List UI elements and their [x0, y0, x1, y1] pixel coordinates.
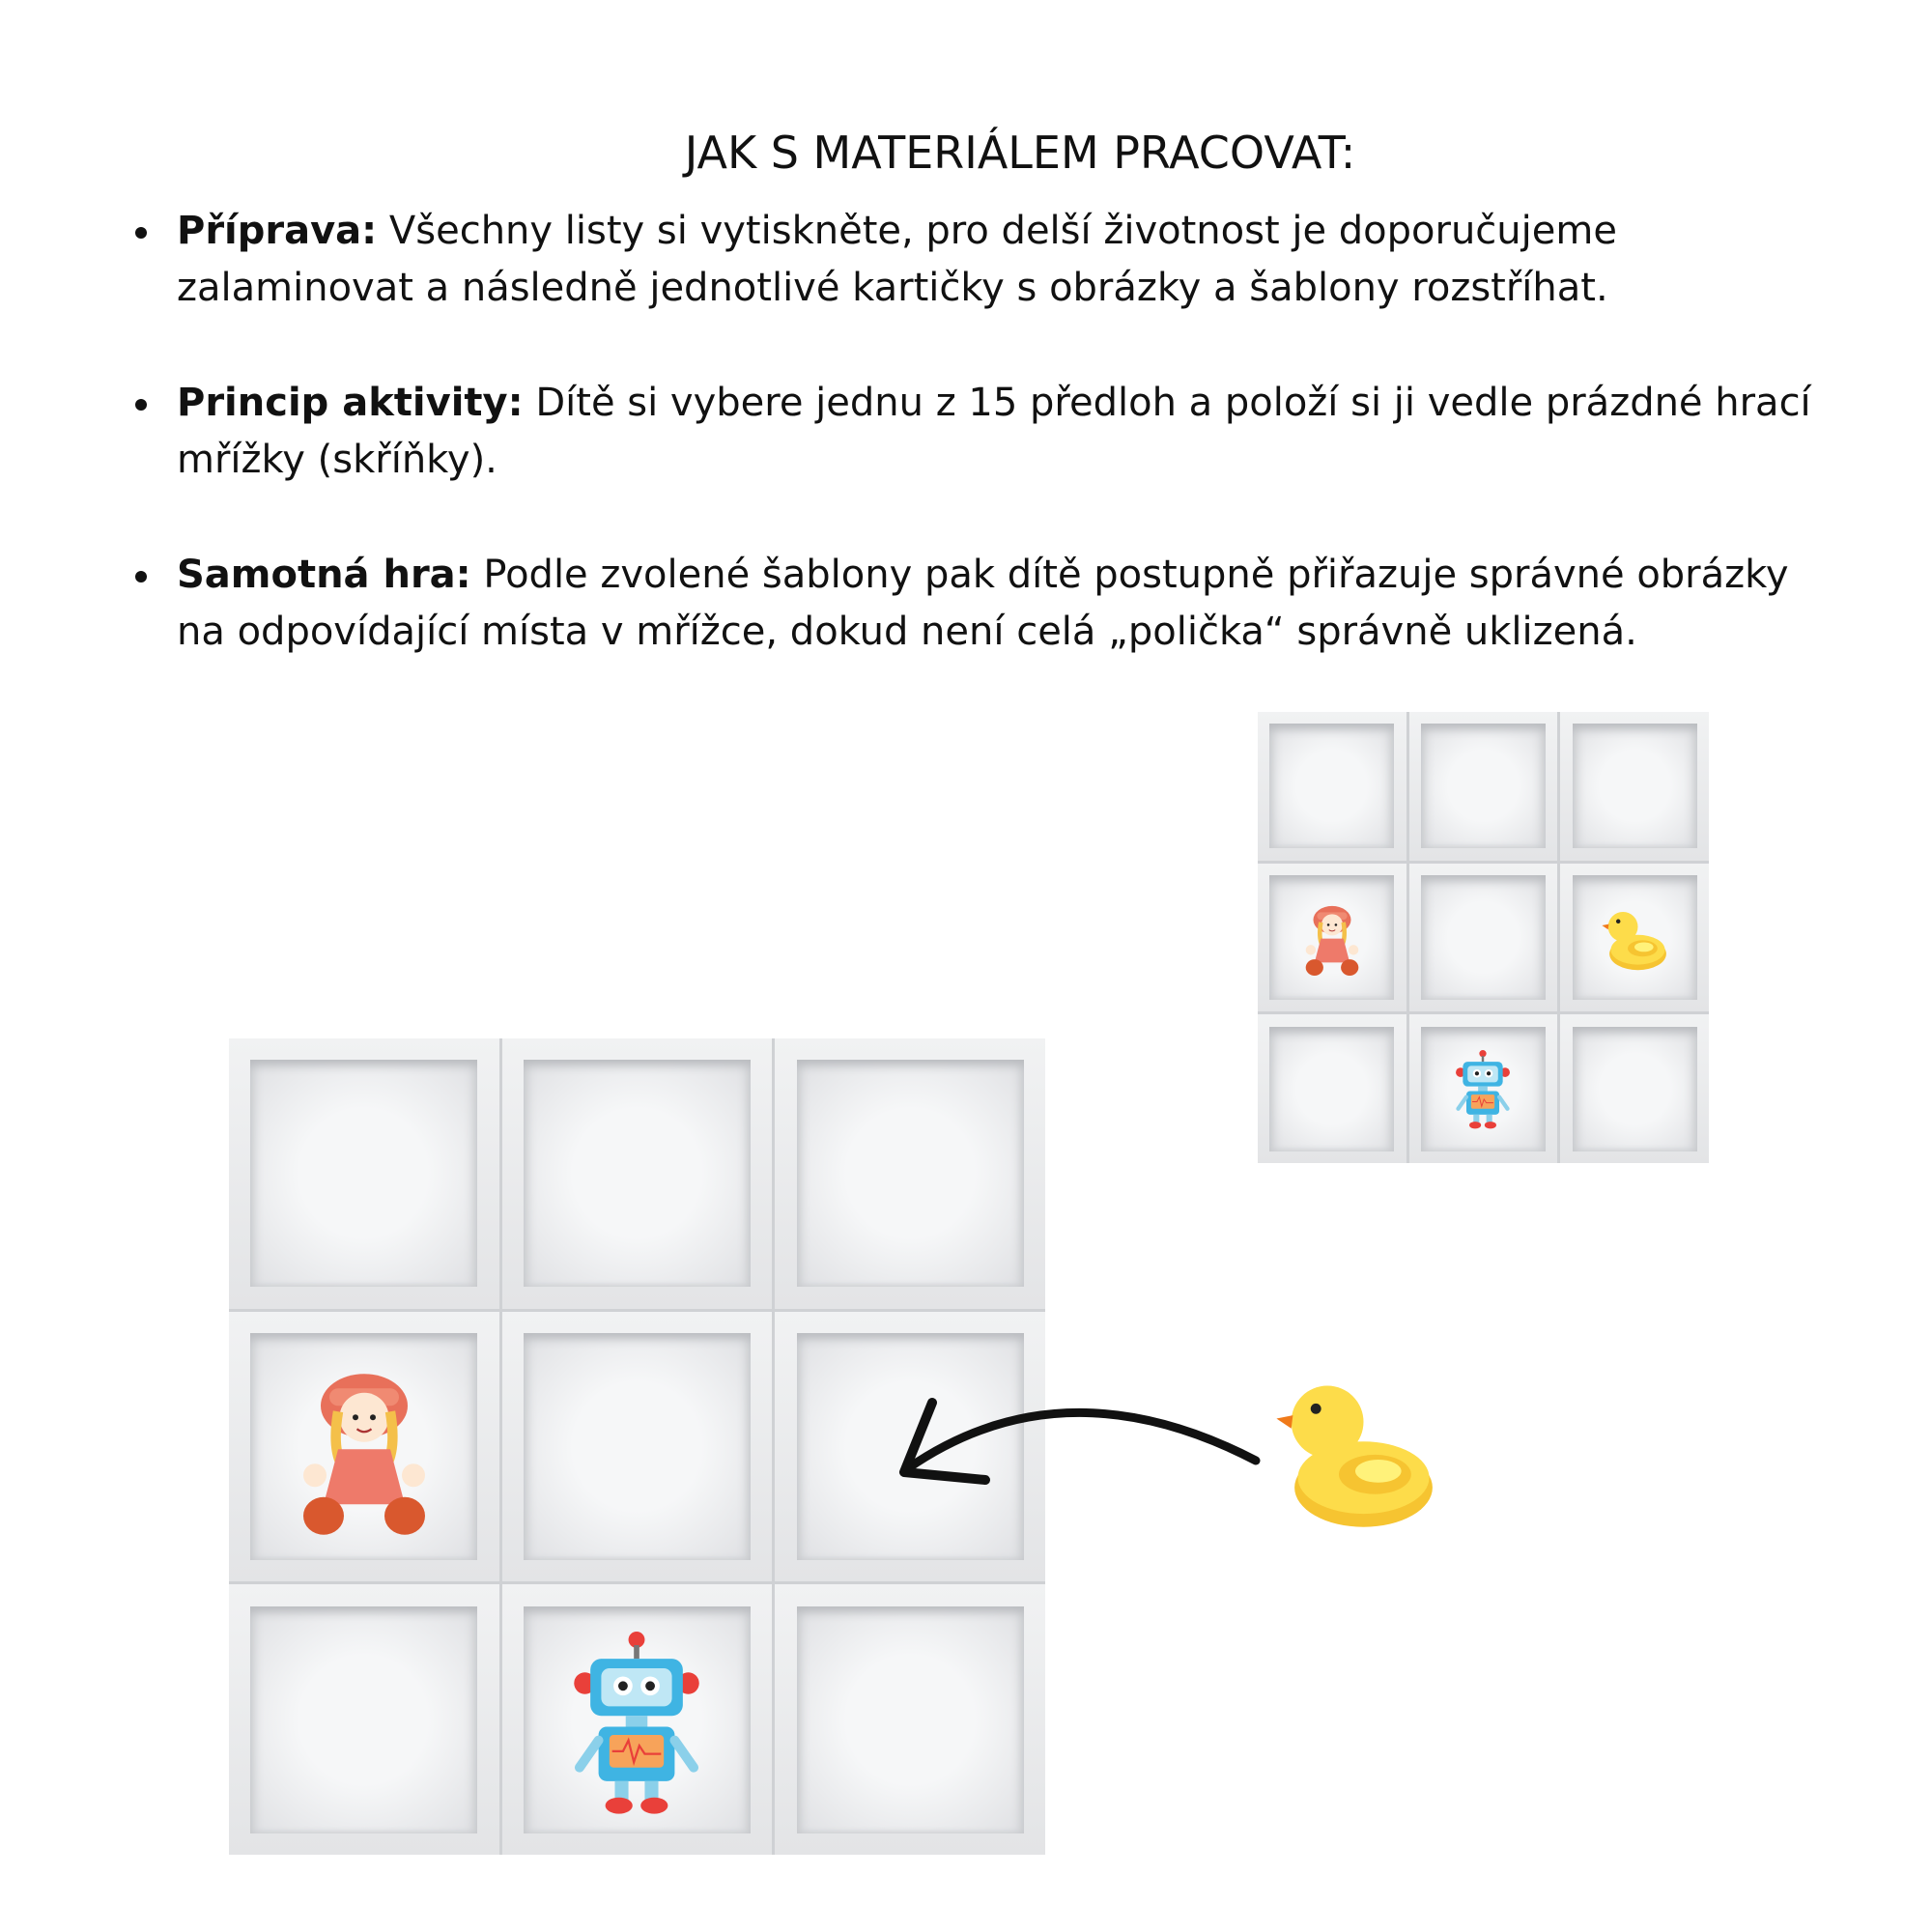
shelf-compartment	[796, 1605, 1024, 1833]
shelf-compartment	[524, 1060, 751, 1288]
instruction-principle: Princip aktivity: Dítě si vybere jednu z…	[135, 375, 1816, 489]
template-cell-2[interactable]	[1408, 712, 1558, 861]
template-cell-4[interactable]	[1258, 863, 1406, 1012]
rubber-duck-icon[interactable]	[1273, 1367, 1437, 1536]
play-cell-7[interactable]	[229, 1584, 499, 1855]
doll-icon	[292, 1358, 437, 1546]
shelf-compartment	[250, 1060, 478, 1288]
bullet-icon	[135, 399, 147, 411]
template-grid	[1258, 712, 1709, 1163]
instructions-list: Příprava: Všechny listy si vytiskněte, p…	[135, 203, 1816, 719]
template-cell-8[interactable]	[1408, 1014, 1558, 1163]
template-cell-1[interactable]	[1258, 712, 1406, 861]
template-cell-3[interactable]	[1560, 712, 1709, 861]
play-cell-8[interactable]	[501, 1584, 773, 1855]
bullet-icon	[135, 571, 147, 582]
play-cell-2[interactable]	[501, 1038, 773, 1309]
template-cell-5[interactable]	[1408, 863, 1558, 1012]
shelf-compartment	[796, 1060, 1024, 1288]
robot-icon	[564, 1632, 709, 1819]
page-title: JAK S MATERIÁLEM PRACOVAT:	[684, 126, 1356, 179]
curved-arrow-icon	[899, 1398, 1261, 1485]
play-cell-5[interactable]	[501, 1311, 773, 1582]
template-cell-7[interactable]	[1258, 1014, 1406, 1163]
instruction-preparation: Příprava: Všechny listy si vytiskněte, p…	[135, 203, 1816, 317]
instruction-text: Všechny listy si vytiskněte, pro delší ž…	[177, 209, 1617, 310]
play-grid	[229, 1038, 1045, 1855]
doll-icon	[1300, 899, 1363, 982]
rubber-duck-icon	[1601, 904, 1668, 978]
play-cell-9[interactable]	[775, 1584, 1045, 1855]
shelf-compartment	[1269, 874, 1395, 1001]
template-cell-6[interactable]	[1560, 863, 1709, 1012]
instruction-label: Příprava:	[177, 209, 378, 253]
robot-icon	[1452, 1050, 1515, 1133]
instruction-text: Podle zvolené šablony pak dítě postupně …	[177, 553, 1789, 654]
shelf-compartment	[1420, 724, 1547, 849]
shelf-compartment	[524, 1333, 751, 1560]
shelf-compartment	[1572, 724, 1697, 849]
instruction-label: Princip aktivity:	[177, 381, 524, 425]
instruction-text: Dítě si vybere jednu z 15 předloh a polo…	[177, 381, 1811, 482]
shelf-compartment	[1572, 1026, 1697, 1151]
shelf-compartment	[250, 1605, 478, 1833]
shelf-compartment	[1420, 874, 1547, 1001]
shelf-compartment	[1269, 1026, 1395, 1151]
template-cell-9[interactable]	[1560, 1014, 1709, 1163]
shelf-compartment	[250, 1333, 478, 1560]
instruction-game: Samotná hra: Podle zvolené šablony pak d…	[135, 547, 1816, 661]
instruction-label: Samotná hra:	[177, 553, 471, 597]
shelf-compartment	[1269, 724, 1395, 849]
bullet-icon	[135, 227, 147, 239]
play-cell-3[interactable]	[775, 1038, 1045, 1309]
play-cell-4[interactable]	[229, 1311, 499, 1582]
play-cell-1[interactable]	[229, 1038, 499, 1309]
